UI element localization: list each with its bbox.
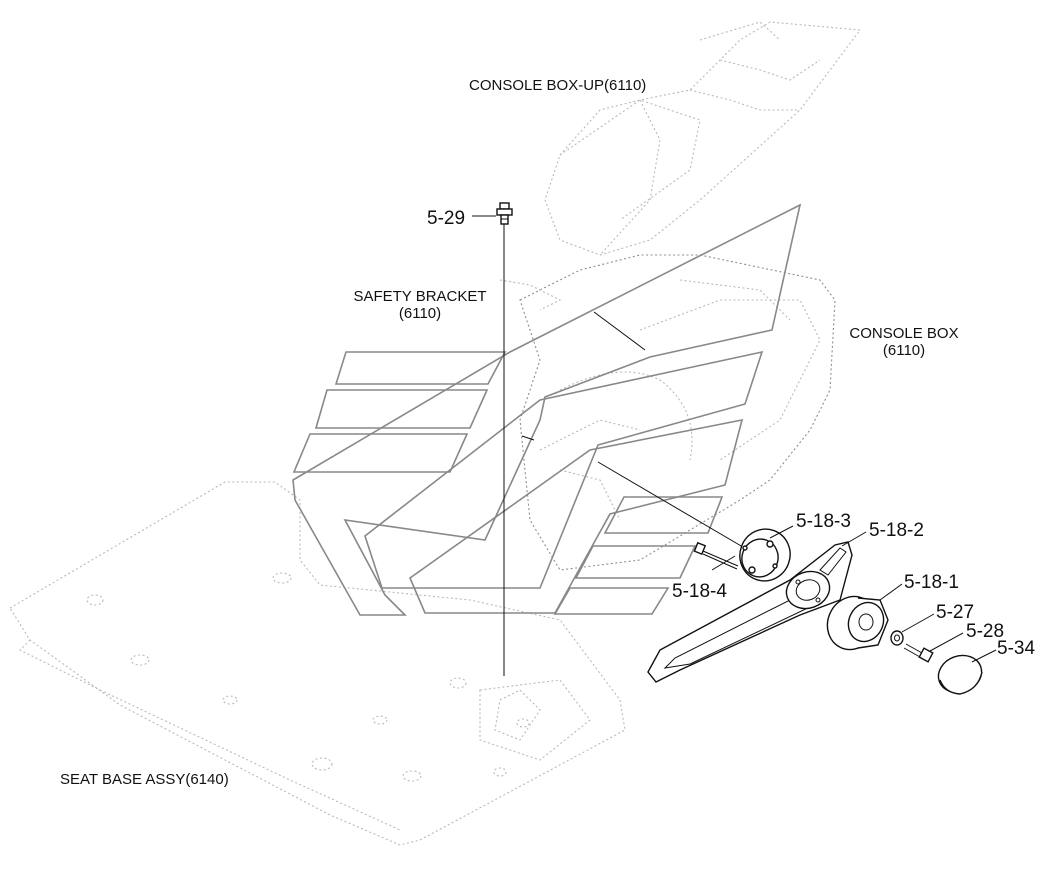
bolt-5-18-4-icon: [693, 541, 739, 571]
safety-bracket-bands: [292, 203, 802, 616]
leader-lines: [769, 525, 997, 663]
part-number-5-34: 5-34: [997, 638, 1035, 659]
part-number-5-28: 5-28: [966, 621, 1004, 642]
axis-leader: [597, 461, 749, 551]
part-number-5-18-4: 5-18-4: [672, 581, 727, 602]
bolt-icon: [496, 202, 513, 225]
part-number-5-29: 5-29: [427, 208, 465, 229]
bolt-5-28-icon: [903, 643, 934, 663]
cap-icon: [937, 654, 983, 695]
part-number-5-18-1: 5-18-1: [904, 572, 959, 593]
small-leader: [521, 435, 535, 441]
console-box-code: (6110): [883, 342, 925, 359]
part-number-5-27: 5-27: [936, 602, 974, 623]
washer-icon: [890, 630, 904, 646]
console-box-up-label: CONSOLE BOX-UP(6110): [469, 77, 646, 94]
bolt-5-29-assembly: [472, 202, 513, 676]
part-number-5-18-2: 5-18-2: [869, 520, 924, 541]
knob-icon: [739, 528, 791, 582]
console-box-up-outline: [544, 21, 862, 256]
hub-icon: [826, 595, 889, 651]
safety-bracket-code: (6110): [399, 305, 441, 322]
lever-icon: [647, 541, 853, 683]
seat-base-assy-label: SEAT BASE ASSY(6140): [60, 771, 229, 788]
safety-bracket-label: SAFETY BRACKET: [353, 288, 486, 305]
part-number-5-18-3: 5-18-3: [796, 511, 851, 532]
console-box-outline: [499, 254, 836, 571]
console-box-label: CONSOLE BOX: [849, 325, 958, 342]
seat-base-outline: [9, 481, 626, 846]
bracket-leader: [593, 311, 646, 351]
